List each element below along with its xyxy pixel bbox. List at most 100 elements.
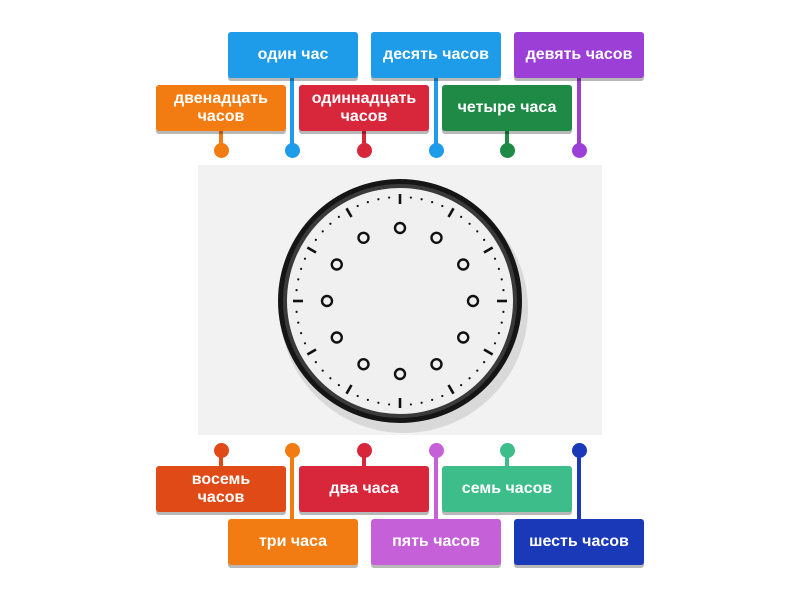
pin-dot-nine bbox=[571, 142, 587, 158]
pin-line-ten bbox=[434, 78, 438, 150]
pin-dot-four bbox=[499, 142, 515, 158]
hour-tick bbox=[483, 348, 494, 356]
drop-target bbox=[330, 258, 343, 271]
minute-dot bbox=[497, 332, 501, 335]
minute-dot bbox=[356, 394, 359, 398]
minute-dot bbox=[297, 278, 300, 281]
minute-dot bbox=[420, 401, 423, 404]
label-two[interactable]: два часа bbox=[299, 466, 429, 512]
pin-line-five bbox=[434, 450, 438, 519]
drop-target bbox=[466, 294, 480, 308]
pin-dot-one bbox=[284, 142, 300, 158]
minute-dot bbox=[502, 310, 505, 313]
minute-dot bbox=[295, 289, 298, 292]
minute-dot bbox=[388, 196, 391, 199]
minute-dot bbox=[299, 332, 303, 335]
drop-target bbox=[430, 231, 443, 244]
minute-dot bbox=[483, 238, 486, 241]
minute-dot bbox=[321, 230, 324, 233]
minute-dot bbox=[476, 369, 479, 372]
minute-dot bbox=[377, 401, 380, 404]
drop-target bbox=[357, 231, 370, 244]
label-seven[interactable]: семь часов bbox=[442, 466, 572, 512]
pin-line-one bbox=[290, 78, 294, 150]
label-five[interactable]: пять часов bbox=[371, 519, 501, 565]
pin-dot-eleven bbox=[356, 142, 372, 158]
minute-dot bbox=[303, 342, 307, 345]
hour-tick bbox=[447, 207, 455, 218]
pin-line-three bbox=[290, 450, 294, 519]
label-one[interactable]: один час bbox=[228, 32, 358, 78]
minute-dot bbox=[420, 198, 423, 201]
minute-dot bbox=[295, 310, 298, 313]
minute-dot bbox=[468, 222, 471, 225]
minute-dot bbox=[460, 215, 463, 218]
label-ten[interactable]: десять часов bbox=[371, 32, 501, 78]
minute-dot bbox=[366, 398, 369, 402]
drop-target bbox=[330, 331, 343, 344]
pin-dot-five bbox=[428, 442, 444, 458]
hour-tick bbox=[447, 384, 455, 395]
minute-dot bbox=[388, 403, 391, 406]
hour-tick bbox=[345, 384, 353, 395]
label-six[interactable]: шесть часов bbox=[514, 519, 644, 565]
drop-target bbox=[393, 221, 407, 235]
pin-dot-twelve bbox=[213, 142, 229, 158]
label-four[interactable]: четыре часа bbox=[442, 85, 572, 131]
hour-tick bbox=[306, 348, 317, 356]
pin-line-seven bbox=[505, 450, 509, 466]
minute-dot bbox=[431, 200, 434, 204]
pin-line-nine bbox=[577, 78, 581, 150]
pin-line-eight bbox=[219, 450, 223, 466]
minute-dot bbox=[500, 321, 503, 324]
minute-dot bbox=[303, 257, 307, 260]
drop-target bbox=[320, 294, 334, 308]
minute-dot bbox=[493, 342, 497, 345]
pin-line-two bbox=[362, 450, 366, 466]
drop-target bbox=[357, 358, 370, 371]
pin-dot-seven bbox=[499, 442, 515, 458]
pin-dot-ten bbox=[428, 142, 444, 158]
minute-dot bbox=[460, 384, 463, 387]
pin-line-six bbox=[577, 450, 581, 519]
minute-dot bbox=[409, 403, 412, 406]
pin-dot-three bbox=[284, 442, 300, 458]
minute-dot bbox=[497, 267, 501, 270]
label-twelve[interactable]: двенадцать часов bbox=[156, 85, 286, 131]
minute-dot bbox=[476, 230, 479, 233]
minute-dot bbox=[356, 204, 359, 208]
minute-dot bbox=[409, 196, 412, 199]
label-three[interactable]: три часа bbox=[228, 519, 358, 565]
minute-dot bbox=[493, 257, 497, 260]
minute-dot bbox=[502, 289, 505, 292]
minute-dot bbox=[297, 321, 300, 324]
minute-dot bbox=[441, 204, 444, 208]
drop-target bbox=[393, 367, 407, 381]
drop-target bbox=[457, 258, 470, 271]
label-eight[interactable]: восемь часов bbox=[156, 466, 286, 512]
clock-image bbox=[198, 165, 602, 435]
minute-dot bbox=[366, 200, 369, 204]
minute-dot bbox=[321, 369, 324, 372]
pin-dot-two bbox=[356, 442, 372, 458]
minute-dot bbox=[314, 238, 317, 241]
minute-dot bbox=[500, 278, 503, 281]
minute-dot bbox=[377, 198, 380, 201]
hour-tick bbox=[306, 246, 317, 254]
minute-dot bbox=[329, 377, 332, 380]
pin-dot-eight bbox=[213, 442, 229, 458]
pin-line-eleven bbox=[362, 131, 366, 150]
minute-dot bbox=[483, 361, 486, 364]
minute-dot bbox=[441, 394, 444, 398]
pin-line-twelve bbox=[219, 131, 223, 150]
label-eleven[interactable]: одиннадцать часов bbox=[299, 85, 429, 131]
drop-target bbox=[457, 331, 470, 344]
clock-face bbox=[278, 179, 528, 433]
minute-dot bbox=[337, 215, 340, 218]
drop-target bbox=[430, 358, 443, 371]
minute-dot bbox=[329, 222, 332, 225]
label-nine[interactable]: девять часов bbox=[514, 32, 644, 78]
pin-dot-six bbox=[571, 442, 587, 458]
hour-tick bbox=[345, 207, 353, 218]
